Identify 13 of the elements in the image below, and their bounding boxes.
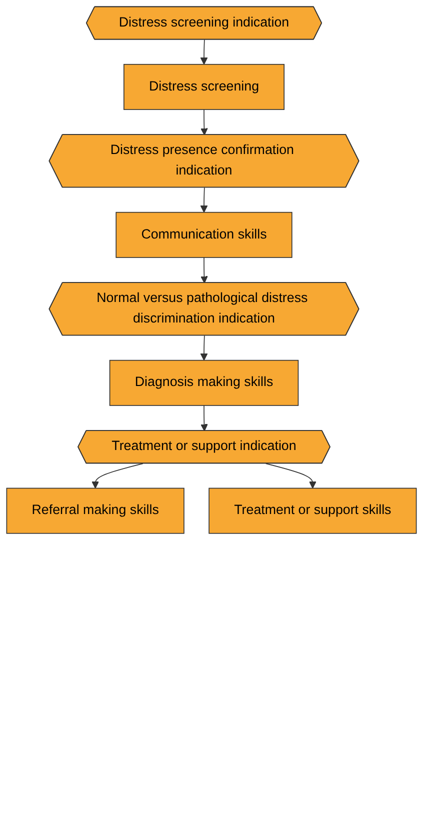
node-box: Communication skills	[116, 212, 292, 258]
arrow	[200, 39, 208, 65]
arrow	[200, 109, 208, 136]
arrow	[265, 463, 316, 489]
arrow	[200, 257, 208, 284]
node-box: Diagnosis making skills	[109, 360, 299, 406]
node-box: Referral making skills	[6, 488, 184, 534]
arrow	[200, 335, 208, 361]
node-box: Distress screening	[124, 64, 285, 110]
arrow	[200, 405, 208, 432]
arrow	[92, 463, 144, 489]
node-box: Treatment or support skills	[208, 488, 417, 534]
arrow	[200, 187, 208, 213]
